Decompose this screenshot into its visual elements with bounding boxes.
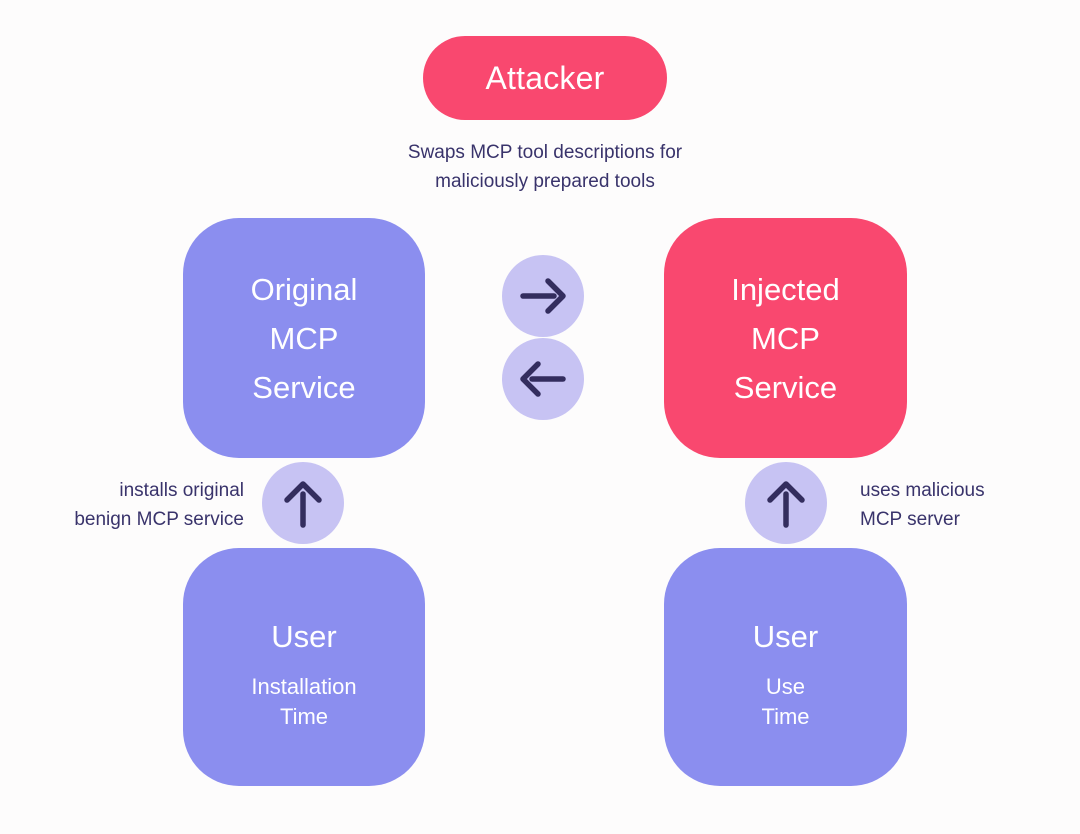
install-edge-label: installs original benign MCP service <box>74 480 244 530</box>
original-mcp-service-label: Original MCP Service <box>250 271 358 405</box>
installation-time-label: Installation Time <box>251 674 357 729</box>
user-use-node: User Use Time <box>664 548 907 786</box>
original-mcp-service-node: Original MCP Service <box>183 218 425 458</box>
use-direction-circle <box>745 462 827 544</box>
use-time-label: Use Time <box>761 674 810 729</box>
right-arrow-icon <box>520 278 566 314</box>
user-installation-node: User Installation Time <box>183 548 425 786</box>
swap-backward-circle <box>502 338 584 420</box>
injected-mcp-service-label: Injected MCP Service <box>731 271 840 405</box>
user-installation-title: User <box>271 619 337 654</box>
injected-mcp-service-node: Injected MCP Service <box>664 218 907 458</box>
left-arrow-icon <box>520 361 566 397</box>
swap-forward-circle <box>502 255 584 337</box>
use-edge-label: uses malicious MCP server <box>860 480 985 530</box>
up-arrow-icon <box>767 481 805 528</box>
install-direction-circle <box>262 462 344 544</box>
user-use-title: User <box>752 619 819 654</box>
attacker-label: Attacker <box>485 59 605 96</box>
attacker-node: Attacker <box>423 36 667 120</box>
attacker-action-caption: Swaps MCP tool descriptions for maliciou… <box>407 142 683 192</box>
up-arrow-icon <box>284 481 322 528</box>
